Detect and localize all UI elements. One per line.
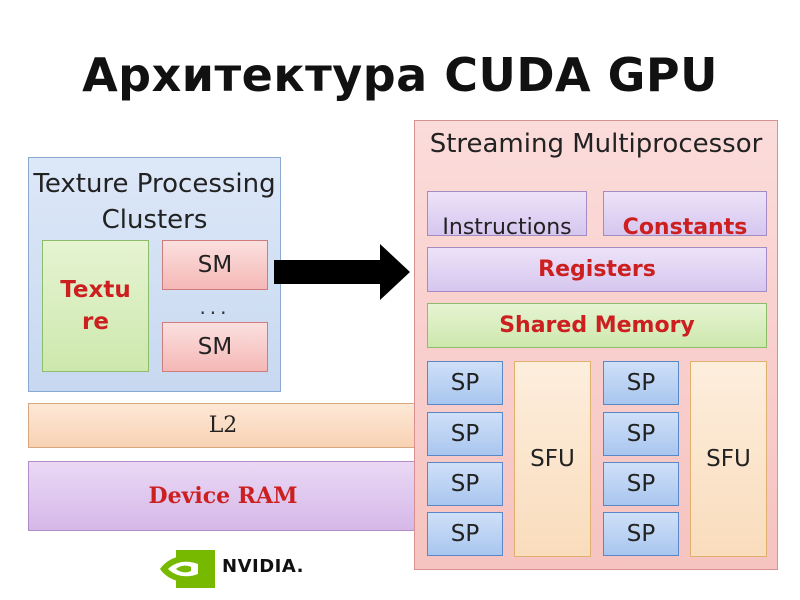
sm-ellipsis: ... <box>199 295 231 319</box>
page-title: Архитектура CUDA GPU <box>82 48 718 102</box>
sp-unit: SP <box>427 412 503 456</box>
sfu-unit: SFU <box>514 361 591 557</box>
arrow-right-icon <box>274 244 410 300</box>
streaming-multiprocessor: Streaming Multiprocessor Instructions Co… <box>414 120 778 570</box>
texture-processing-cluster: Texture Processing Clusters Texture SM .… <box>28 157 281 392</box>
registers-block: Registers <box>427 247 767 292</box>
l2-cache: L2 <box>28 403 418 448</box>
constants-label: Constants <box>622 214 748 236</box>
tpc-label: Texture Processing Clusters <box>33 169 276 235</box>
sp-unit: SP <box>603 462 679 506</box>
sfu-unit: SFU <box>690 361 767 557</box>
sp-unit: SP <box>603 361 679 405</box>
texture-unit: Texture <box>42 240 149 372</box>
sp-unit: SP <box>427 512 503 556</box>
sp-unit: SP <box>427 462 503 506</box>
shared-memory-block: Shared Memory <box>427 303 767 348</box>
instructions-label: Instructions <box>442 214 572 236</box>
sm-block-top: SM <box>162 240 268 290</box>
sp-unit: SP <box>603 412 679 456</box>
nvidia-wordmark: NVIDIA. <box>222 556 304 577</box>
sm-block-bottom: SM <box>162 322 268 372</box>
device-ram: Device RAM <box>28 461 418 531</box>
texture-label: Texture <box>60 277 131 335</box>
sp-unit: SP <box>603 512 679 556</box>
constants-block: Constants <box>603 191 767 236</box>
sp-unit: SP <box>427 361 503 405</box>
nvidia-eye-logo-icon <box>160 550 215 588</box>
instructions-block: Instructions <box>427 191 587 236</box>
smp-label: Streaming Multiprocessor <box>429 129 763 159</box>
